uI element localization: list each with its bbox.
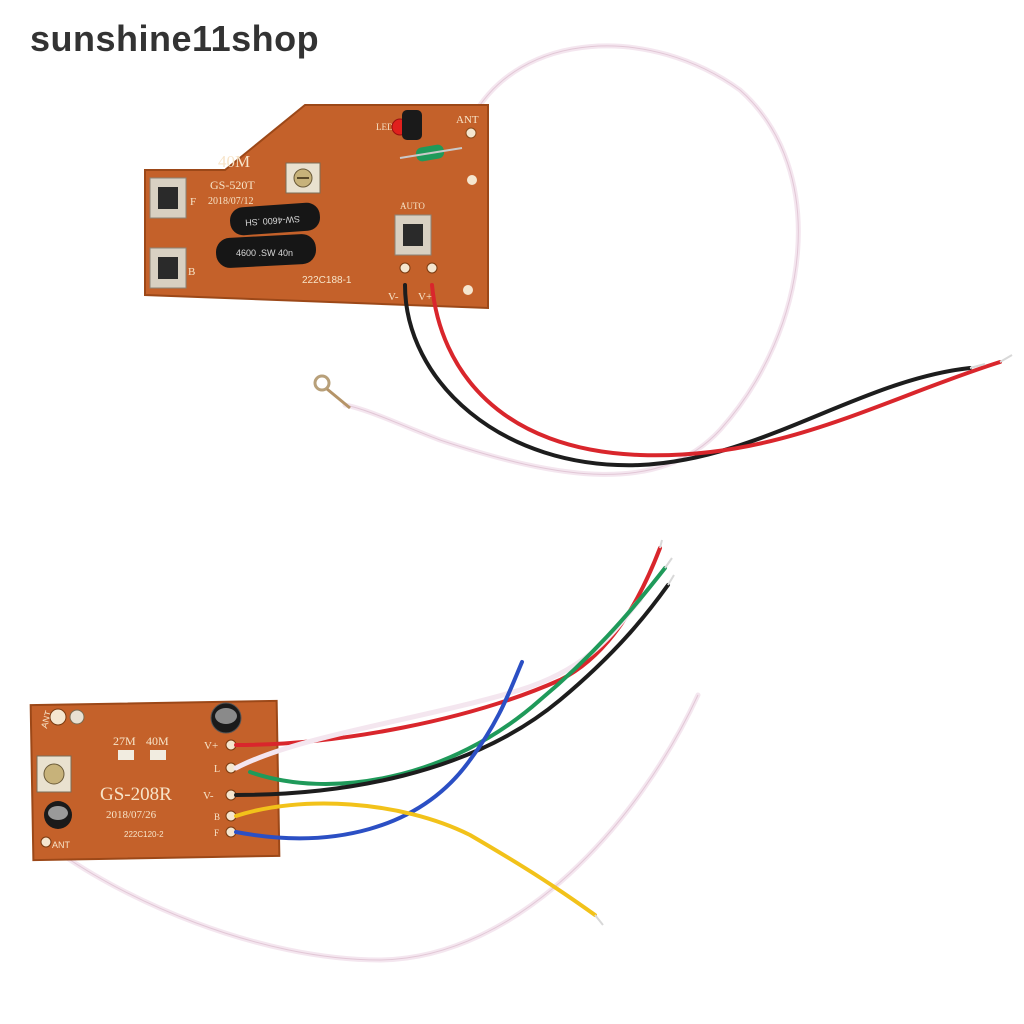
shop-watermark: sunshine11shop bbox=[30, 18, 320, 59]
receiver-black-wire bbox=[234, 583, 670, 797]
transmitter-model: GS-520T bbox=[210, 178, 255, 192]
transmitter-freq: 40M bbox=[218, 152, 250, 171]
transmitter-date: 2018/07/12 bbox=[208, 196, 254, 207]
pin-vplus-label: V+ bbox=[204, 740, 218, 752]
pin-vminus-label: V- bbox=[203, 790, 214, 802]
ring-terminal bbox=[313, 374, 331, 392]
receiver-freq-b: 40M bbox=[146, 734, 169, 748]
pin-f-label: F bbox=[214, 828, 219, 838]
ant-top-label: ANT bbox=[39, 709, 53, 729]
ant-bottom-label: ANT bbox=[52, 840, 71, 850]
transmitter-red-wire bbox=[430, 283, 1002, 458]
receiver-green-wire bbox=[248, 566, 667, 786]
pin-b-label: B bbox=[214, 812, 220, 822]
auto-label: AUTO bbox=[400, 201, 425, 211]
vminus-label: V- bbox=[388, 291, 399, 303]
led-label: LED bbox=[376, 122, 394, 132]
b-label: B bbox=[188, 266, 195, 278]
receiver-board: ANT 27M 40M GS-208R 2018/07/26 222C120-2 bbox=[29, 539, 701, 963]
svg-text:SW-4600 .SH: SW-4600 .SH bbox=[245, 214, 300, 228]
transmitter-black-wire bbox=[403, 283, 972, 468]
f-label: F bbox=[190, 196, 196, 208]
ant-label: ANT bbox=[456, 114, 479, 126]
receiver-yellow-wire bbox=[234, 801, 597, 917]
receiver-model: GS-208R bbox=[100, 784, 172, 805]
transmitter-board: F B 40M GS-520T 2018/07/12 222C188-1 SW-… bbox=[144, 43, 1013, 477]
crystal bbox=[230, 202, 320, 236]
transmitter-code: 222C188-1 bbox=[302, 275, 352, 286]
receiver-freq-a: 27M bbox=[113, 734, 136, 748]
pin-l-label: L bbox=[214, 764, 220, 775]
receiver-code: 222C120-2 bbox=[124, 830, 164, 839]
receiver-blue-wire bbox=[234, 660, 524, 841]
svg-text:4600 .SW 40n: 4600 .SW 40n bbox=[236, 248, 293, 258]
receiver-date: 2018/07/26 bbox=[106, 809, 157, 821]
vplus-label: V+ bbox=[418, 291, 432, 303]
